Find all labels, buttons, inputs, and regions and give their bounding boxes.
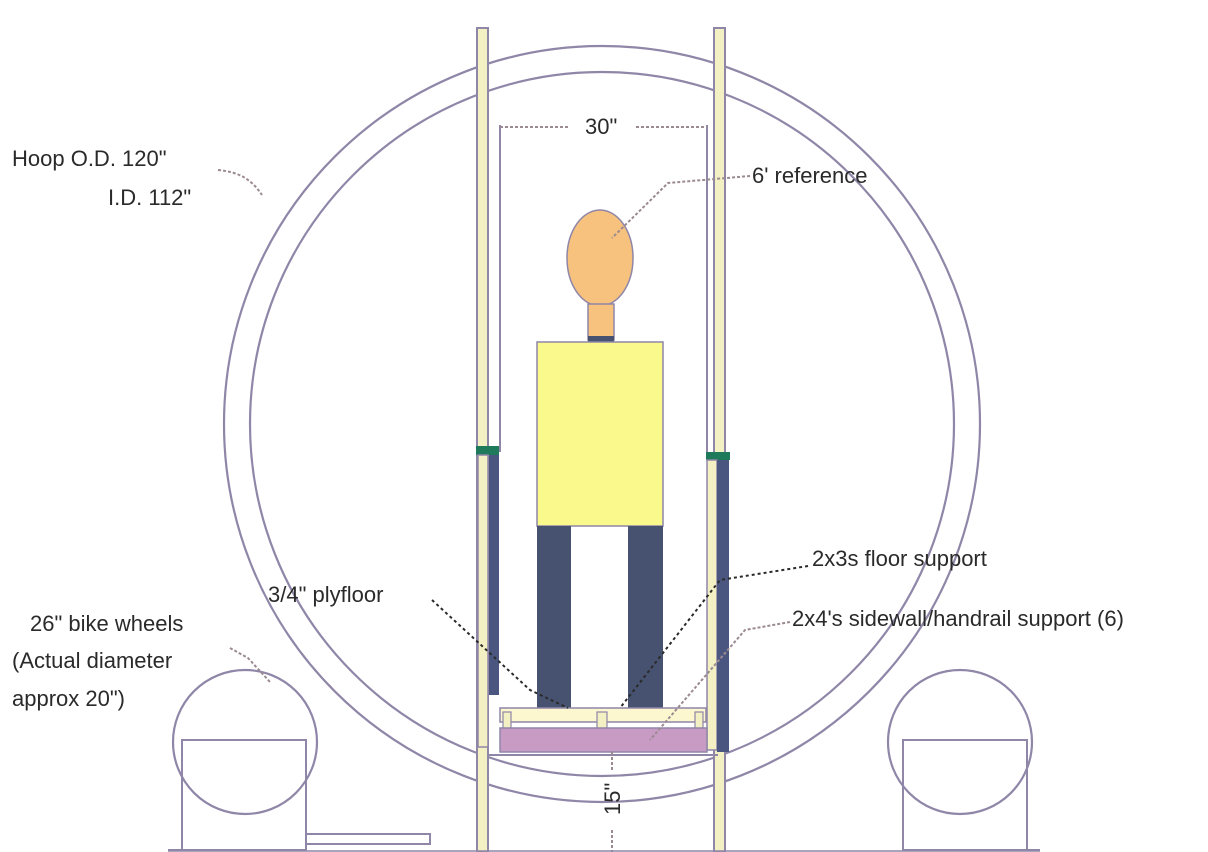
left-handrail-section: [476, 446, 499, 748]
floor-support-label: 2x3s floor support: [812, 546, 987, 571]
right-handrail-section: [706, 452, 730, 752]
width-dimension: 30": [500, 114, 707, 139]
hoop-outer-circle: [222, 44, 982, 804]
clearance-dimension: 15": [600, 752, 625, 852]
hoop-inner-circle: [248, 70, 956, 778]
figure-head: [566, 209, 634, 307]
right-wheel: [886, 668, 1040, 851]
hoop-id-label: I.D. 112": [108, 185, 191, 210]
wheels-label-line1: 26" bike wheels: [30, 611, 183, 636]
floor-assembly: [488, 707, 718, 756]
wheels-label-line3: approx 20"): [12, 686, 125, 711]
wheels-leader: [229, 647, 271, 683]
right-side-post: [706, 27, 726, 852]
hoop-leader: [217, 169, 263, 196]
left-wheel: [168, 668, 319, 851]
left-base-plate: [305, 833, 431, 845]
figure-left-leg: [537, 526, 571, 708]
sidewall-support-label: 2x4's sidewall/handrail support (6): [792, 606, 1124, 631]
plyfloor-leader: [431, 599, 569, 709]
wheels-label-line2: (Actual diameter: [12, 648, 172, 673]
figure-right-leg: [628, 526, 663, 708]
reference-leader: [611, 175, 751, 239]
width-dimension-label: 30": [585, 114, 617, 139]
figure-torso: [536, 341, 664, 527]
sidewall-support-leader: [649, 621, 791, 741]
clearance-dimension-label: 15": [600, 783, 625, 815]
figure-neck: [587, 303, 615, 341]
human-reference-figure: [536, 209, 664, 708]
reference-label: 6' reference: [752, 163, 868, 188]
left-side-post: [476, 27, 501, 852]
hoop-od-label: Hoop O.D. 120": [12, 146, 167, 171]
floor-support-board: [499, 727, 708, 753]
plyfloor-label: 3/4" plyfloor: [268, 582, 383, 607]
